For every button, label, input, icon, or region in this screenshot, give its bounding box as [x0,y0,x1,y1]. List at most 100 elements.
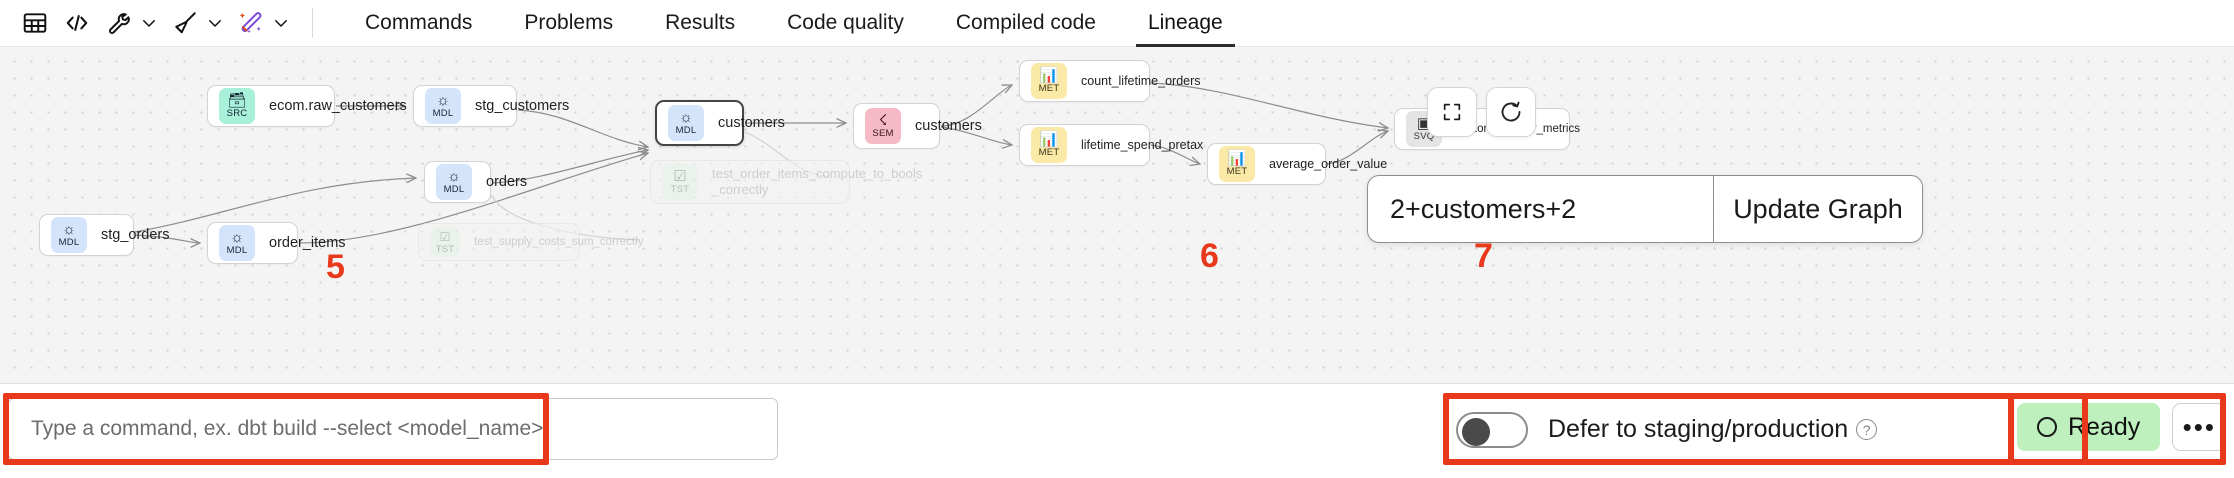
tab-label: Code quality [787,11,904,34]
toolbar-icon-group [0,0,327,47]
tab-label: Results [665,11,736,34]
graph-node-customer-order-metrics[interactable]: ▣ SVQ customer_order_metrics [1394,108,1580,150]
cube-glyph: ☼ [230,228,244,246]
tab-results[interactable]: Results [639,0,761,47]
toolbar-divider [312,8,313,38]
mdl-badge-icon: ☼ MDL [51,217,87,253]
lineage-graph-canvas[interactable]: 🗃 SRC ecom.raw_customers ☼ MDL stg_custo… [0,47,2234,383]
defer-control-group: Defer to staging/production ? [1456,407,1878,452]
refresh-button[interactable] [1486,87,1536,137]
node-label: stg_orders [101,227,170,243]
cube-glyph: ☼ [62,220,76,238]
bar-chart-glyph: 📊 [1039,66,1059,84]
badge-label: MDL [443,183,465,195]
badge-label: MDL [226,244,248,256]
badge-label: MDL [58,236,80,248]
tab-compiled-code[interactable]: Compiled code [930,0,1122,47]
graph-node-test-order-items[interactable]: ☑ TST test_order_items_compute_to_bools … [650,160,922,204]
badge-label: MET [1226,165,1248,177]
badge-label: SRC [226,107,248,119]
tst-badge-icon: ☑ TST [430,227,460,257]
tab-label: Commands [365,11,473,34]
tab-problems[interactable]: Problems [498,0,639,47]
status-label: Ready [2068,412,2141,441]
bar-chart-glyph: 📊 [1227,149,1247,167]
node-label: test_order_items_compute_to_bools _corre… [712,165,923,197]
chevron-down-icon-wand[interactable] [266,3,296,43]
mdl-badge-icon: ☼ MDL [219,225,255,261]
more-options-button[interactable]: ••• [2172,403,2227,451]
tab-lineage[interactable]: Lineage [1122,0,1249,47]
badge-label: TST [670,183,690,195]
defer-label: Defer to staging/production [1548,415,1849,443]
node-label: ecom.raw_customers [269,98,407,114]
node-label: order_items [269,235,346,251]
graph-node-test-supply-costs[interactable]: ☑ TST test_supply_costs_sum_correctly [418,223,643,261]
semantic-glyph: ☇ [878,111,888,129]
table-view-icon[interactable] [14,3,56,43]
node-label: count_lifetime_orders [1081,74,1201,88]
graph-selector-input[interactable]: 2+customers+2 [1390,193,1577,224]
node-label: stg_customers [475,98,570,114]
src-badge-icon: 🗃 SRC [219,88,255,124]
node-label: test_supply_costs_sum_correctly [474,235,644,248]
help-icon[interactable]: ? [1856,419,1878,440]
met-badge-icon: 📊 MET [1219,146,1255,182]
graph-node-ecom-raw-customers[interactable]: 🗃 SRC ecom.raw_customers [207,85,407,127]
node-label: customers [718,115,785,131]
code-view-icon[interactable] [56,3,98,43]
graph-node-order-items[interactable]: ☼ MDL order_items [207,222,346,264]
graph-node-average-order-value[interactable]: 📊 MET average_order_value [1207,143,1387,185]
tab-label: Lineage [1147,11,1223,34]
node-label: customers [915,118,982,134]
wrench-icon[interactable] [98,3,140,43]
badge-label: MDL [432,107,454,119]
met-badge-icon: 📊 MET [1031,127,1067,163]
tab-label: Problems [524,11,614,34]
mdl-badge-icon: ☼ MDL [425,88,461,124]
magic-wand-icon[interactable] [230,3,272,43]
node-label: lifetime_spend_pretax [1081,138,1204,152]
status-control-group: Ready ••• [2017,403,2227,451]
badge-label: SVQ [1413,130,1435,142]
tab-label: Compiled code [955,11,1096,34]
graph-node-count-lifetime-orders[interactable]: 📊 MET count_lifetime_orders [1019,60,1201,102]
met-badge-icon: 📊 MET [1031,63,1067,99]
toggle-knob [1462,417,1490,446]
overlay-divider [1713,176,1714,242]
sem-badge-icon: ☇ SEM [865,108,901,144]
database-glyph: 🗃 [227,91,247,109]
graph-node-stg-orders[interactable]: ☼ MDL stg_orders [39,214,170,256]
status-badge[interactable]: Ready [2017,403,2161,451]
cube-glyph: ☼ [436,91,450,109]
chevron-down-icon-wrench[interactable] [134,3,164,43]
node-label: orders [486,174,528,190]
graph-selector-overlay: 2+customers+2 Update Graph [1367,175,1923,243]
command-input[interactable] [8,398,778,460]
badge-label: MET [1038,82,1060,94]
panel-tabs: Commands Problems Results Code quality C… [339,0,1249,47]
tst-badge-icon: ☑ TST [662,164,698,200]
graph-node-lifetime-spend-pretax[interactable]: 📊 MET lifetime_spend_pretax [1019,124,1203,166]
graph-node-stg-customers[interactable]: ☼ MDL stg_customers [413,85,569,127]
update-graph-button[interactable]: Update Graph [1733,193,1903,224]
fullscreen-button[interactable] [1427,87,1477,137]
graph-node-customers-model[interactable]: ☼ MDL customers [655,100,785,146]
graph-node-orders[interactable]: ☼ MDL orders [424,161,527,203]
badge-label: MDL [675,124,697,136]
cube-glyph: ☼ [447,167,461,185]
badge-label: TST [435,243,455,255]
broom-icon[interactable] [164,3,206,43]
mdl-badge-icon: ☼ MDL [668,105,704,141]
badge-label: MET [1038,146,1060,158]
command-input-wrapper [8,398,778,460]
tab-code-quality[interactable]: Code quality [761,0,930,47]
status-dot-icon [2037,417,2057,437]
graph-node-customers-semantic[interactable]: ☇ SEM customers [853,103,982,149]
test-glyph: ☑ [439,229,451,244]
defer-toggle[interactable] [1456,411,1528,448]
tab-commands[interactable]: Commands [339,0,498,47]
node-label: average_order_value [1269,157,1388,171]
chevron-down-icon-broom[interactable] [200,3,230,43]
editor-toolbar: Commands Problems Results Code quality C… [0,0,2234,47]
